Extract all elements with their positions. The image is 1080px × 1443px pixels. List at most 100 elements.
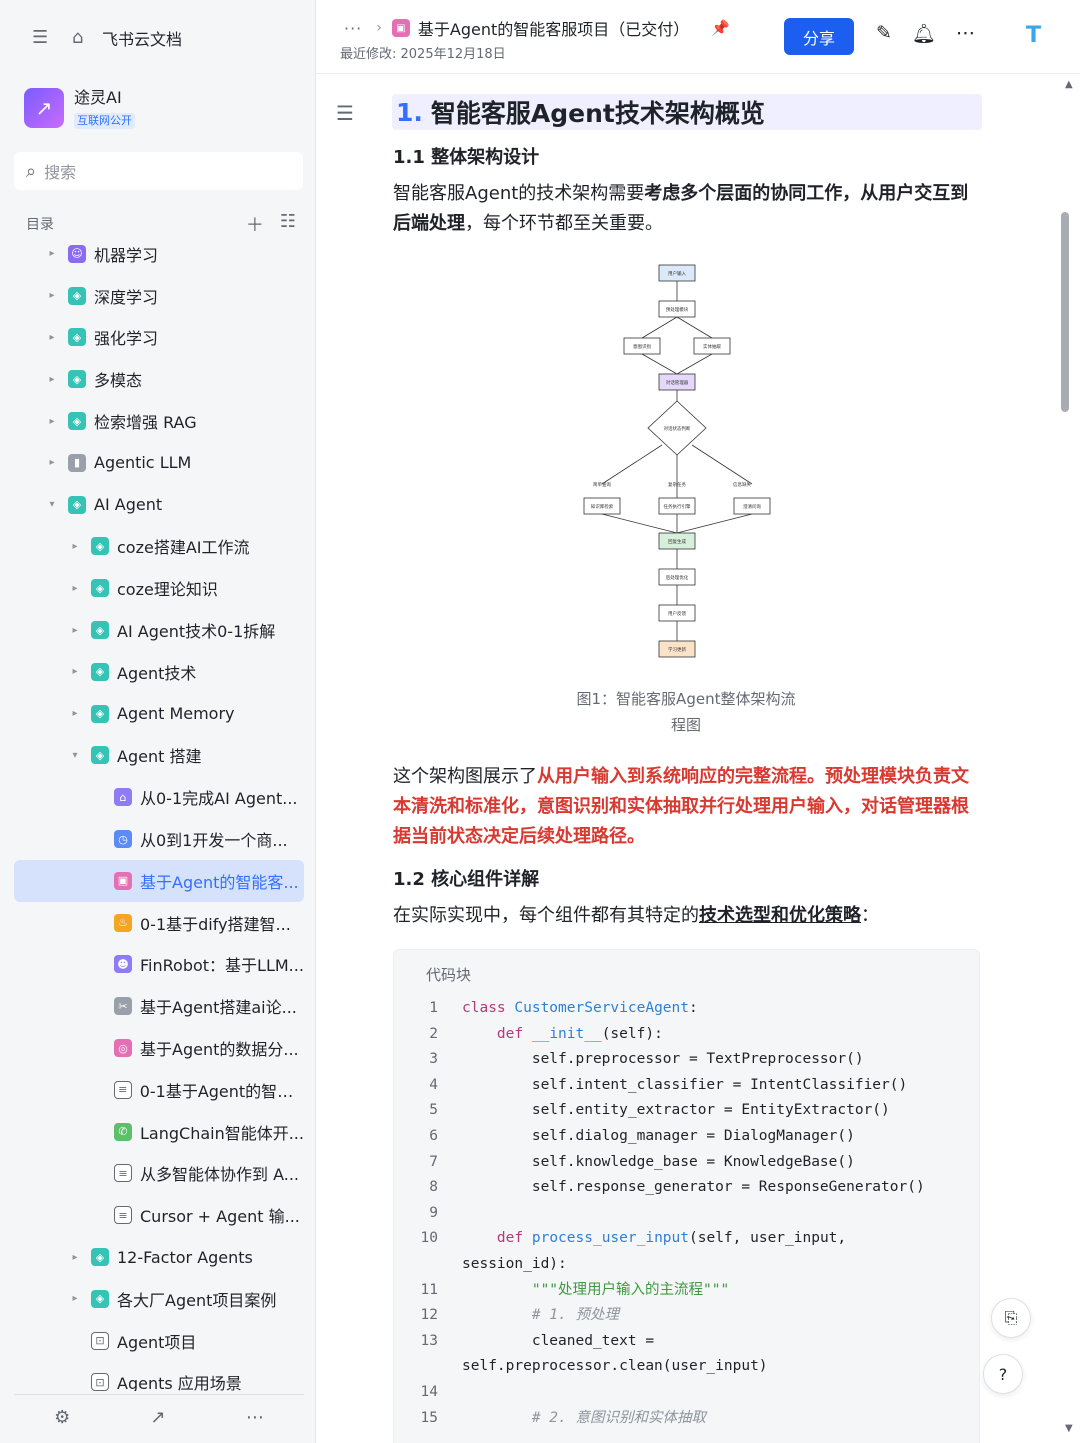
flow-node: 对话状态判断: [647, 400, 707, 456]
tag-icon: ◈: [68, 495, 86, 514]
sidebar-item[interactable]: ▸◈Agent技术: [14, 651, 304, 693]
expand-arrow-icon[interactable]: ▾: [72, 749, 78, 761]
share-button[interactable]: 分享: [784, 18, 854, 55]
sidebar-item[interactable]: ▸▮Agentic LLM: [14, 442, 304, 484]
line-number: 12: [420, 1307, 438, 1324]
breadcrumb-more-icon[interactable]: ···: [344, 18, 363, 38]
settings-icon[interactable]: ⚙: [54, 1407, 71, 1428]
figure-caption: 图1：智能客服Agent整体架构流程图: [576, 690, 796, 734]
more-icon[interactable]: ⋯: [245, 1407, 264, 1428]
last-modified: 最近修改: 2025年12月18日: [340, 47, 506, 62]
bell-icon[interactable]: 🔔︎: [911, 23, 937, 45]
content-scrollbar[interactable]: ▲ ▼: [1061, 75, 1080, 1443]
sidebar-item[interactable]: ▸◈检索增强 RAG: [14, 400, 304, 442]
expand-arrow-icon[interactable]: ▾: [49, 499, 55, 511]
sidebar-item[interactable]: ▸◈coze理论知识: [14, 567, 304, 609]
flow-node: 知识库检索: [583, 497, 621, 515]
svg-text:学习更新: 学习更新: [668, 646, 686, 653]
home-icon[interactable]: ⌂: [72, 27, 84, 48]
expand-arrow-icon[interactable]: ▸: [72, 582, 78, 594]
sidebar-item-label: Agent技术: [117, 663, 197, 683]
paragraph-3-link[interactable]: 技术选型和优化策略: [699, 905, 861, 926]
search-input[interactable]: ⌕ 搜索: [14, 152, 303, 190]
copy-doc-button[interactable]: ⎘: [991, 1298, 1031, 1338]
spiral-icon: ◎: [114, 1039, 132, 1058]
sidebar-item-label: 从多智能体协作到 A...: [140, 1165, 300, 1185]
expand-arrow-icon[interactable]: ▸: [72, 624, 78, 636]
expand-arrow-icon[interactable]: ▸: [72, 1293, 78, 1305]
sidebar-item[interactable]: ▸ ◈ Agent Memory: [14, 693, 304, 735]
architecture-flowchart[interactable]: 用户输入预处理模块意图识别实体抽取对话管理器对话状态判断知识库检索任务执行引擎澄…: [582, 263, 772, 663]
expand-arrow-icon[interactable]: ▸: [72, 540, 78, 552]
sidebar-item-label: 强化学习: [94, 329, 159, 349]
sidebar-item[interactable]: ▾ ◈ Agent 搭建: [14, 735, 304, 777]
tag-icon: ◈: [91, 704, 109, 723]
sidebar-item[interactable]: ▸☺机器学习: [14, 233, 304, 275]
sidebar-item[interactable]: ▸ ◈ 强化学习: [14, 317, 304, 359]
expand-arrow-icon[interactable]: ▸: [72, 1251, 78, 1263]
sidebar-item[interactable]: ▸◈深度学习: [14, 275, 304, 317]
expand-arrow-icon[interactable]: ▸: [72, 666, 78, 678]
expand-arrow-icon[interactable]: ▸: [49, 457, 55, 469]
sidebar-item[interactable]: ≡0-1基于Agent的智能...: [14, 1069, 304, 1111]
expand-arrow-icon[interactable]: ▸: [49, 290, 55, 302]
space-public-badge: 互联网公开: [74, 113, 135, 129]
expand-arrow-icon[interactable]: ▸: [49, 248, 55, 260]
expand-arrow-icon[interactable]: ▸: [49, 331, 55, 343]
tag-icon: ◈: [68, 328, 86, 347]
code-line: 10 def process_user_input(self, user_inp…: [394, 1226, 925, 1252]
sidebar-item[interactable]: ≡Cursor + Agent 输...: [14, 1194, 304, 1236]
sidebar-item-label: 0-1基于Agent的智能...: [139, 1081, 304, 1101]
add-icon[interactable]: ＋: [245, 215, 264, 236]
sidebar-item[interactable]: ≡从多智能体协作到 A...: [14, 1153, 304, 1195]
sidebar-item-label: Agent Memory: [117, 704, 235, 724]
brand-name[interactable]: 飞书云文档: [102, 30, 183, 49]
flow-node: 回复生成: [658, 532, 696, 550]
share-out-icon[interactable]: ↗: [150, 1407, 166, 1428]
sidebar-item[interactable]: ◎基于Agent的数据分...: [14, 1027, 304, 1069]
help-button[interactable]: ?: [983, 1354, 1023, 1394]
pin-icon[interactable]: 📌: [711, 19, 730, 37]
collapse-sidebar-icon[interactable]: ☰: [32, 27, 49, 48]
edit-icon[interactable]: ✎: [876, 22, 892, 44]
sidebar-item[interactable]: ▸◈coze搭建AI工作流: [14, 526, 304, 568]
sidebar-item[interactable]: ▣基于Agent的智能客...: [14, 859, 304, 902]
sidebar-item[interactable]: ⌂从0-1完成AI Agent...: [14, 776, 304, 818]
sidebar-item[interactable]: ♨0-1基于dify搭建智...: [14, 902, 304, 944]
sidebar-item[interactable]: ✂基于Agent搭建ai论...: [14, 985, 304, 1027]
sidebar-item[interactable]: ▸◈各大厂Agent项目案例: [14, 1278, 304, 1320]
code-line: 7 self.knowledge_base = KnowledgeBase(): [394, 1150, 925, 1176]
sidebar-item[interactable]: ✆LangChain智能体开...: [14, 1111, 304, 1153]
sidebar-item[interactable]: ▸◈AI Agent技术0-1拆解: [14, 609, 304, 651]
sidebar-item-label: Agent 搭建: [117, 747, 202, 767]
sidebar-item[interactable]: ⊡Agents 应用场景: [14, 1362, 304, 1391]
scroll-up-icon[interactable]: ▲: [1065, 79, 1073, 90]
more-icon[interactable]: ⋯: [956, 22, 976, 44]
code-line: 12 # 1. 预处理: [394, 1303, 925, 1329]
list-view-icon[interactable]: ☷: [279, 211, 296, 232]
sidebar-item[interactable]: ▸◈12-Factor Agents: [14, 1236, 304, 1278]
expand-arrow-icon[interactable]: ▸: [49, 373, 55, 385]
svg-text:澄清问询: 澄清问询: [743, 503, 761, 510]
expand-arrow-icon[interactable]: ▸: [49, 415, 55, 427]
chevron-right-icon: ›: [376, 20, 382, 36]
sidebar-item[interactable]: ☻FinRobot：基于LLM...: [14, 944, 304, 986]
box-doc-icon: ⊡: [91, 1373, 109, 1391]
expand-arrow-icon[interactable]: ▸: [72, 708, 78, 720]
breadcrumb-title[interactable]: 基于Agent的智能客服项目（已交付）: [417, 20, 690, 39]
outline-icon[interactable]: ☰: [336, 101, 354, 125]
sidebar-item[interactable]: ⊡Agent项目: [14, 1320, 304, 1362]
line-number: 14: [420, 1383, 438, 1400]
scroll-thumb[interactable]: [1061, 212, 1069, 412]
line-number: 11: [420, 1281, 438, 1298]
sidebar-item[interactable]: ▸◈多模态: [14, 358, 304, 400]
scroll-down-icon[interactable]: ▼: [1065, 1423, 1073, 1434]
tag-icon: ◈: [91, 746, 109, 765]
space-header[interactable]: ↗ 途灵AI 互联网公开: [24, 84, 135, 132]
code-block-title: 代码块: [426, 966, 472, 984]
sidebar-item[interactable]: ◷从0到1开发一个商...: [14, 818, 304, 860]
sidebar-item[interactable]: ▾◈AI Agent: [14, 484, 304, 526]
sidebar-item-label: 各大厂Agent项目案例: [117, 1290, 277, 1310]
